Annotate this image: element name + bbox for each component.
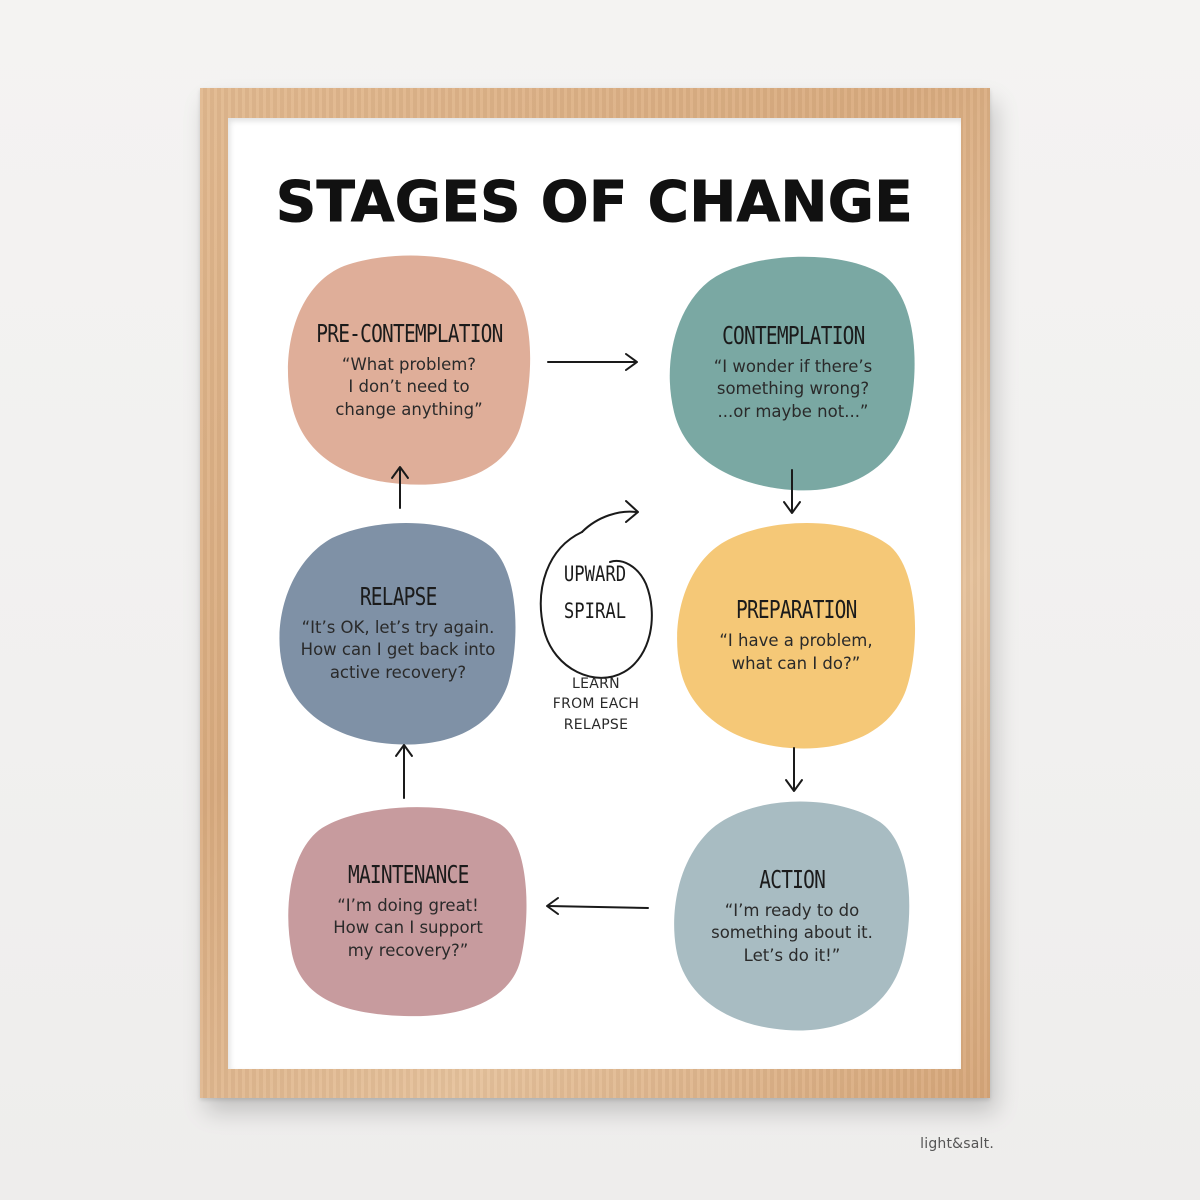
arrow-down-icon xyxy=(785,747,803,792)
spiral-icon xyxy=(539,500,653,679)
stage-action: ACTION “I’m ready to do something about … xyxy=(672,798,912,1034)
arrow-up-icon xyxy=(391,466,409,509)
stage-shape-3 xyxy=(674,801,910,1031)
stage-shape-5 xyxy=(279,523,516,745)
stage-pre-contemplation: PRE-CONTEMPLATION “What problem? I don’t… xyxy=(284,252,534,488)
flow-arrows xyxy=(391,353,803,915)
stage-name: MAINTENANCE xyxy=(347,860,469,890)
preparation-blob-shape xyxy=(677,522,916,749)
stage-preparation: PREPARATION “I have a problem, what can … xyxy=(674,520,918,750)
stage-shape-2 xyxy=(677,522,916,749)
maintenance-blob-shape xyxy=(288,807,527,1017)
pre-contemplation-blob-shape xyxy=(287,255,531,485)
action-blob-shape xyxy=(674,801,910,1031)
stage-shape-0 xyxy=(287,255,531,485)
upward-spiral-label: UPWARD SPIRAL xyxy=(563,562,627,623)
poster-title: STAGES OF CHANGE xyxy=(275,170,914,236)
arrow-right-icon xyxy=(547,353,638,371)
poster: STAGES OF CHANGE PRE-CONTEMPLATION “What… xyxy=(228,118,961,1069)
stage-name: ACTION xyxy=(759,865,826,895)
stage-name: CONTEMPLATION xyxy=(721,321,865,351)
arrow-left-icon xyxy=(546,897,649,915)
stage-quote: “What problem? I don’t need to change an… xyxy=(335,355,483,419)
arrow-down-icon xyxy=(783,469,801,514)
contemplation-blob-shape xyxy=(669,256,915,491)
stage-shape-1 xyxy=(669,256,915,491)
stage-quote: “I’m ready to do something about it. Let… xyxy=(711,901,873,965)
stage-relapse: RELAPSE “It’s OK, let’s try again. How c… xyxy=(278,520,518,746)
stage-quote: “I wonder if there’s something wrong? ..… xyxy=(713,357,873,421)
stage-name: RELAPSE xyxy=(359,582,438,612)
stage-quote: “I have a problem, what can I do?” xyxy=(719,631,873,673)
stage-contemplation: CONTEMPLATION “I wonder if there’s somet… xyxy=(668,252,918,492)
learn-note: LEARN FROM EACH RELAPSE xyxy=(552,676,640,733)
arrow-up-icon xyxy=(395,744,413,799)
stage-quote: “It’s OK, let’s try again. How can I get… xyxy=(300,618,496,682)
stage-name: PRE-CONTEMPLATION xyxy=(315,319,503,349)
stage-name: PREPARATION xyxy=(735,595,857,625)
stage-maintenance: MAINTENANCE “I’m doing great! How can I … xyxy=(288,804,528,1018)
relapse-blob-shape xyxy=(279,523,516,745)
stage-quote: “I’m doing great! How can I support my r… xyxy=(333,896,483,960)
brand-logo: light&salt. xyxy=(920,1136,994,1152)
stage-shape-4 xyxy=(288,807,527,1017)
